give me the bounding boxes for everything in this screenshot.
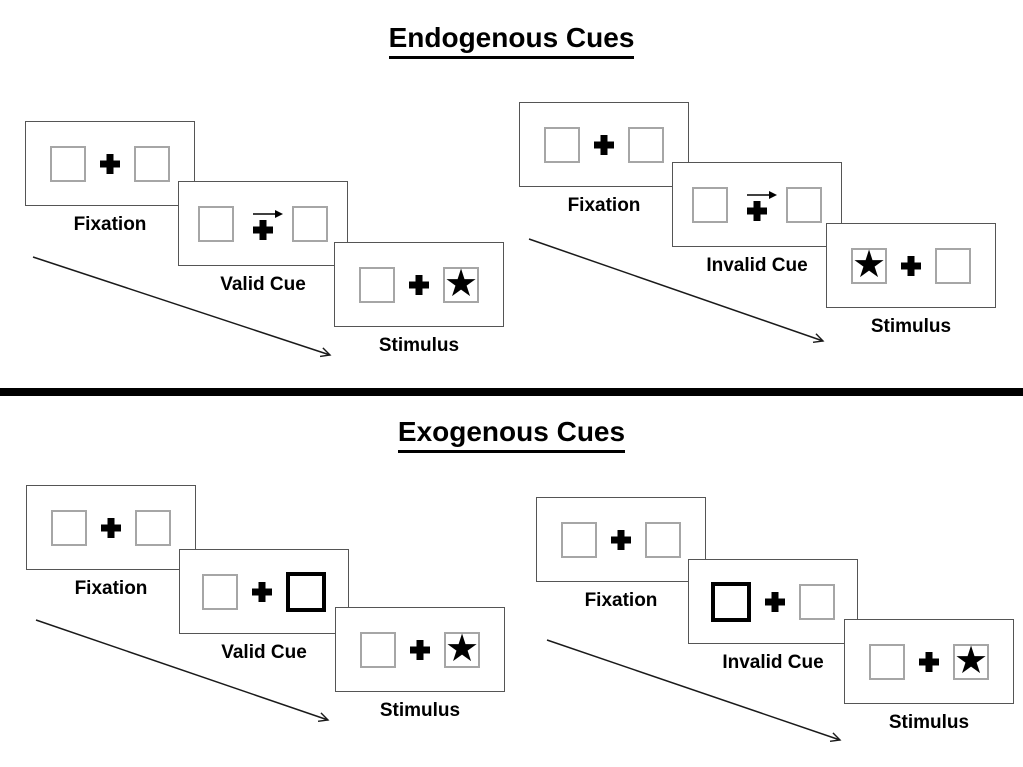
endogenous-title-text: Endogenous Cues xyxy=(388,22,635,59)
panel-label: Stimulus xyxy=(379,700,461,721)
endo-valid-stimulus-panel: Stimulus xyxy=(334,242,504,358)
display-card xyxy=(334,242,504,327)
fixation-cross-icon xyxy=(101,518,121,538)
exogenous-title-text: Exogenous Cues xyxy=(397,416,626,453)
fixation-cross-icon xyxy=(901,256,921,276)
right-star-box xyxy=(953,643,989,680)
display-card xyxy=(335,607,505,692)
center-column xyxy=(409,275,429,295)
left-placeholder-box xyxy=(869,643,905,680)
exo-invalid-cue-panel: Invalid Cue xyxy=(688,559,858,675)
fixation-cross-icon xyxy=(252,582,272,602)
endo-valid-cue-panel: Valid Cue xyxy=(178,181,348,297)
left-placeholder-box xyxy=(198,205,234,242)
display-card xyxy=(536,497,706,582)
panel-label: Valid Cue xyxy=(220,274,306,295)
display-card xyxy=(519,102,689,187)
center-column xyxy=(410,640,430,660)
left-placeholder-box xyxy=(51,509,87,546)
panel-label: Stimulus xyxy=(378,335,460,356)
section-divider xyxy=(0,388,1023,396)
fixation-cross-icon xyxy=(611,530,631,550)
display-card xyxy=(26,485,196,570)
endogenous-section-title: Endogenous Cues xyxy=(0,22,1023,59)
right-placeholder-box xyxy=(134,145,170,182)
panel-label: Stimulus xyxy=(888,712,970,733)
center-column xyxy=(765,592,785,612)
time-arrow-endogenous-invalid xyxy=(528,238,823,341)
fixation-cross-icon xyxy=(409,275,429,295)
left-placeholder-box xyxy=(360,631,396,668)
right-placeholder-box xyxy=(135,509,171,546)
exogenous-section-title: Exogenous Cues xyxy=(0,416,1023,453)
panel-label: Invalid Cue xyxy=(722,652,824,673)
panel-label: Stimulus xyxy=(870,316,952,337)
display-card xyxy=(178,181,348,266)
display-card xyxy=(826,223,996,308)
endo-invalid-cue-panel: Invalid Cue xyxy=(672,162,842,278)
display-card xyxy=(179,549,349,634)
time-arrow-exogenous-valid xyxy=(35,619,328,720)
left-bold-cue-box xyxy=(711,581,751,622)
display-card xyxy=(844,619,1014,704)
fixation-cross-icon xyxy=(919,652,939,672)
left-placeholder-box xyxy=(544,126,580,163)
time-arrow-exogenous-invalid xyxy=(546,639,840,740)
center-column xyxy=(252,582,272,602)
exo-invalid-stimulus-panel: Stimulus xyxy=(844,619,1014,735)
display-card xyxy=(672,162,842,247)
right-placeholder-box xyxy=(935,247,971,284)
panel-label: Fixation xyxy=(74,578,148,599)
fixation-cross-icon xyxy=(594,135,614,155)
right-placeholder-box xyxy=(799,583,835,620)
panel-label: Fixation xyxy=(584,590,658,611)
center-column xyxy=(594,135,614,155)
left-placeholder-box xyxy=(50,145,86,182)
left-placeholder-box xyxy=(692,186,728,223)
fixation-cross-icon xyxy=(747,201,767,221)
exo-invalid-fixation-panel: Fixation xyxy=(536,497,706,613)
right-placeholder-box xyxy=(645,521,681,558)
center-column xyxy=(901,256,921,276)
exo-valid-cue-panel: Valid Cue xyxy=(179,549,349,665)
endo-invalid-stimulus-panel: Stimulus xyxy=(826,223,996,339)
display-card xyxy=(688,559,858,644)
left-placeholder-box xyxy=(561,521,597,558)
fixation-cross-icon xyxy=(100,154,120,174)
panel-label: Invalid Cue xyxy=(706,255,808,276)
panel-label: Fixation xyxy=(73,214,147,235)
right-star-box xyxy=(443,266,479,303)
center-column xyxy=(919,652,939,672)
endo-invalid-fixation-panel: Fixation xyxy=(519,102,689,218)
center-column xyxy=(101,518,121,538)
time-arrow-endogenous-valid xyxy=(32,256,330,355)
right-placeholder-box xyxy=(292,205,328,242)
panel-label: Valid Cue xyxy=(221,642,307,663)
fixation-cross-icon xyxy=(410,640,430,660)
center-column xyxy=(742,188,777,221)
right-placeholder-box xyxy=(628,126,664,163)
right-star-box xyxy=(444,631,480,668)
exo-valid-stimulus-panel: Stimulus xyxy=(335,607,505,723)
center-column xyxy=(611,530,631,550)
center-column xyxy=(248,207,283,240)
left-placeholder-box xyxy=(359,266,395,303)
right-bold-cue-box xyxy=(286,571,326,612)
center-column xyxy=(100,154,120,174)
fixation-cross-icon xyxy=(765,592,785,612)
left-star-box xyxy=(851,247,887,284)
exo-valid-fixation-panel: Fixation xyxy=(26,485,196,601)
panel-label: Fixation xyxy=(567,195,641,216)
right-arrow-cue-icon xyxy=(747,191,777,199)
left-placeholder-box xyxy=(202,573,238,610)
right-placeholder-box xyxy=(786,186,822,223)
display-card xyxy=(25,121,195,206)
right-arrow-cue-icon xyxy=(253,210,283,218)
endo-valid-fixation-panel: Fixation xyxy=(25,121,195,237)
fixation-cross-icon xyxy=(253,220,273,240)
